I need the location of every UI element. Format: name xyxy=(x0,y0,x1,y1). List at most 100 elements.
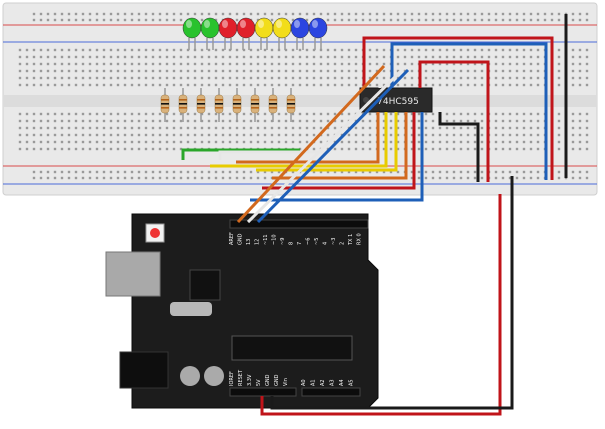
breadboard-hole xyxy=(473,83,477,87)
breadboard-hole xyxy=(186,133,190,137)
breadboard-hole xyxy=(144,62,148,66)
breadboard-hole xyxy=(354,18,358,22)
breadboard-hole xyxy=(116,140,120,144)
breadboard-hole xyxy=(508,76,512,80)
breadboard-hole xyxy=(88,55,92,59)
breadboard-center-channel xyxy=(3,95,597,107)
breadboard-hole xyxy=(382,119,386,123)
breadboard-hole xyxy=(179,170,183,174)
breadboard-hole xyxy=(81,48,85,52)
breadboard-hole xyxy=(214,62,218,66)
blue-power-wire xyxy=(390,42,548,180)
breadboard-hole xyxy=(354,126,358,130)
pin-label: IOREF xyxy=(229,371,235,386)
breadboard-hole xyxy=(249,176,253,180)
breadboard-hole xyxy=(81,126,85,130)
breadboard-hole xyxy=(340,119,344,123)
breadboard-hole xyxy=(81,170,85,174)
resistor-band xyxy=(287,103,295,105)
breadboard-hole xyxy=(74,48,78,52)
breadboard-hole xyxy=(312,12,316,16)
breadboard-hole xyxy=(123,170,127,174)
breadboard-hole xyxy=(102,140,106,144)
breadboard-hole xyxy=(144,18,148,22)
breadboard-hole xyxy=(256,112,260,116)
breadboard-hole xyxy=(46,133,50,137)
breadboard-hole xyxy=(466,12,470,16)
breadboard-hole xyxy=(249,69,253,73)
breadboard-hole xyxy=(235,55,239,59)
breadboard-hole xyxy=(67,18,71,22)
breadboard-hole xyxy=(445,83,449,87)
breadboard-hole xyxy=(494,133,498,137)
breadboard-hole xyxy=(445,147,449,151)
breadboard-hole xyxy=(305,112,309,116)
breadboard-hole xyxy=(88,133,92,137)
breadboard-hole xyxy=(536,69,540,73)
breadboard-hole xyxy=(53,147,57,151)
breadboard-hole xyxy=(501,76,505,80)
breadboard-hole xyxy=(256,55,260,59)
led-highlight xyxy=(186,20,192,28)
breadboard-hole xyxy=(186,83,190,87)
breadboard-hole xyxy=(109,76,113,80)
breadboard-hole xyxy=(130,170,134,174)
breadboard-hole xyxy=(207,48,211,52)
breadboard-hole xyxy=(382,112,386,116)
breadboard-hole xyxy=(508,83,512,87)
breadboard-hole xyxy=(354,69,358,73)
breadboard-hole xyxy=(193,133,197,137)
breadboard-hole xyxy=(81,12,85,16)
breadboard-hole xyxy=(347,18,351,22)
breadboard-hole xyxy=(39,48,43,52)
pin-label: AREF xyxy=(229,232,235,245)
breadboard-hole xyxy=(151,126,155,130)
breadboard-hole xyxy=(228,12,232,16)
breadboard-hole xyxy=(298,83,302,87)
led-yellow-2 xyxy=(272,17,292,39)
reset-button[interactable] xyxy=(150,228,160,238)
breadboard-hole xyxy=(431,83,435,87)
breadboard-hole xyxy=(319,69,323,73)
breadboard-hole xyxy=(60,147,64,151)
breadboard-hole xyxy=(396,133,400,137)
breadboard-hole xyxy=(284,140,288,144)
breadboard-hole xyxy=(214,133,218,137)
breadboard-hole xyxy=(74,112,78,116)
breadboard-hole xyxy=(144,112,148,116)
breadboard-hole xyxy=(333,112,337,116)
breadboard-hole xyxy=(18,69,22,73)
resistor-band xyxy=(215,103,223,105)
breadboard-hole xyxy=(165,140,169,144)
breadboard-hole xyxy=(95,48,99,52)
breadboard-hole xyxy=(116,83,120,87)
breadboard-hole xyxy=(81,112,85,116)
breadboard-hole xyxy=(123,140,127,144)
breadboard-hole xyxy=(536,133,540,137)
breadboard-hole xyxy=(249,48,253,52)
breadboard-hole xyxy=(585,119,589,123)
breadboard-hole xyxy=(151,12,155,16)
breadboard-hole xyxy=(501,48,505,52)
breadboard-hole xyxy=(67,126,71,130)
breadboard-hole xyxy=(53,55,57,59)
breadboard-hole xyxy=(18,147,22,151)
breadboard-hole xyxy=(396,62,400,66)
breadboard-hole xyxy=(221,119,225,123)
breadboard-hole xyxy=(501,62,505,66)
breadboard-hole xyxy=(158,12,162,16)
breadboard-hole xyxy=(60,170,64,174)
breadboard-hole xyxy=(88,76,92,80)
breadboard-hole xyxy=(501,140,505,144)
breadboard-hole xyxy=(466,147,470,151)
breadboard-hole xyxy=(459,55,463,59)
breadboard-hole xyxy=(207,133,211,137)
breadboard-hole xyxy=(263,69,267,73)
breadboard-hole xyxy=(417,133,421,137)
breadboard-hole xyxy=(508,55,512,59)
breadboard-hole xyxy=(382,140,386,144)
breadboard-hole xyxy=(340,140,344,144)
led-ground-wires xyxy=(181,148,330,160)
breadboard-hole xyxy=(46,12,50,16)
